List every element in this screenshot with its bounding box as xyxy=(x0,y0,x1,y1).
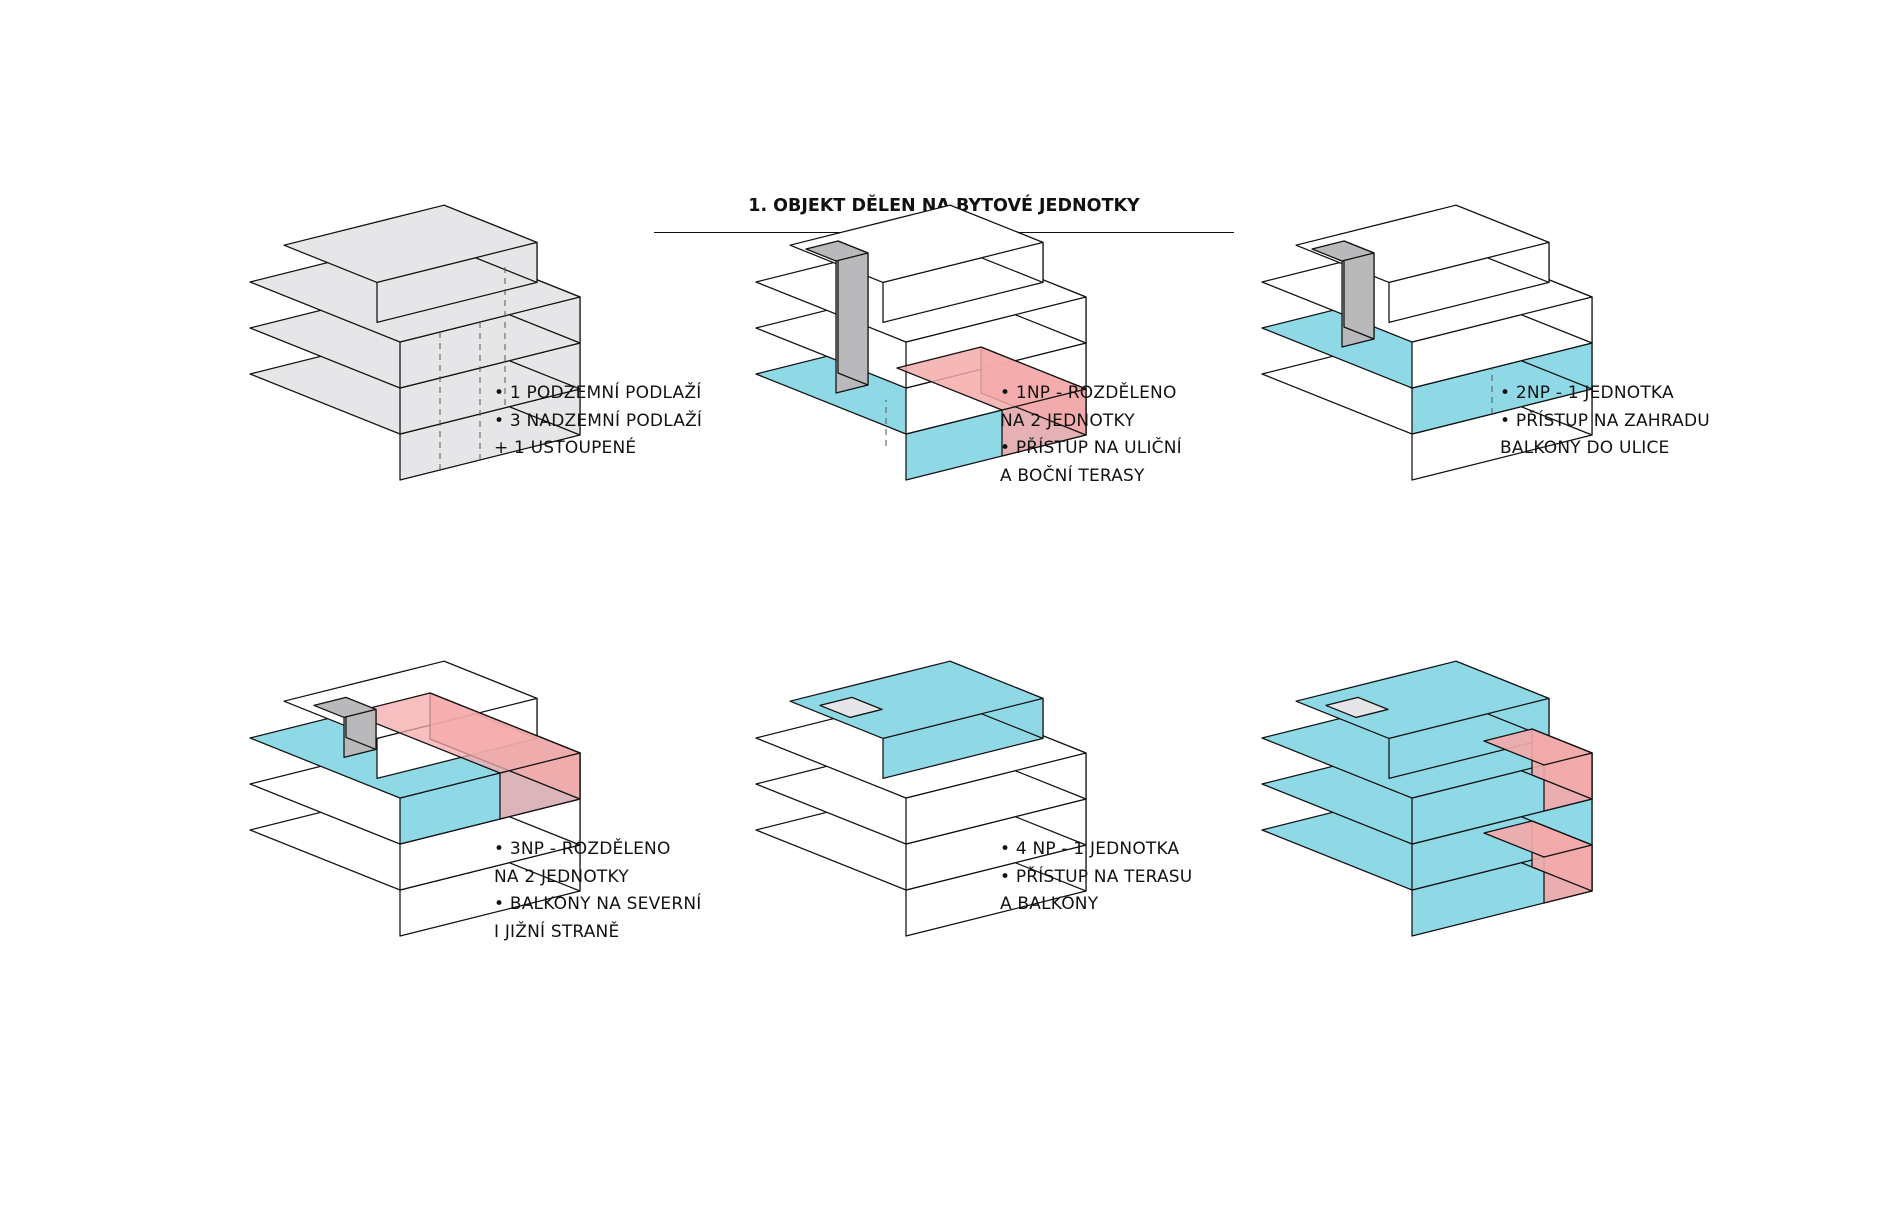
diagram-1-massing xyxy=(249,204,581,481)
unit-b xyxy=(1483,820,1593,858)
unit-b xyxy=(1483,728,1593,766)
setback-floor xyxy=(789,660,1044,740)
diagram-2-1np xyxy=(755,204,1087,481)
caption-diagram-3: • 2NP - 1 JEDNOTKA • PŘÍSTUP NA ZAHRADU … xyxy=(1500,380,1710,463)
unit-b xyxy=(896,346,1087,411)
caption-line: • 3NP - ROZDĚLENO xyxy=(494,839,671,859)
core-top xyxy=(819,696,883,719)
caption-diagram-5: • 4 NP - 1 JEDNOTKA • PŘÍSTUP NA TERASU … xyxy=(1000,836,1192,919)
caption-line: • 1NP - ROZDĚLENO xyxy=(1000,383,1177,403)
diagram-6-combined xyxy=(1261,660,1593,937)
setback-floor xyxy=(283,204,538,284)
diagram-3-2np xyxy=(1261,204,1593,481)
core-top xyxy=(1325,696,1389,719)
caption-line: BALKONY DO ULICE xyxy=(1500,438,1670,458)
caption-line: I JIŽNÍ STRANĚ xyxy=(494,921,620,942)
caption-line: NA 2 JEDNOTKY xyxy=(1000,410,1135,431)
caption-line: • 4 NP - 1 JEDNOTKA xyxy=(1000,839,1180,859)
caption-line: • 2NP - 1 JEDNOTKA xyxy=(1500,383,1674,403)
caption-line: + 1 USTOUPENÉ xyxy=(494,438,637,458)
core xyxy=(805,240,869,262)
caption-line: • PŘÍSTUP NA ZAHRADU xyxy=(1500,410,1710,431)
caption-line: • 3 NADZEMNÍ PODLAŽÍ xyxy=(494,410,703,431)
setback-floor xyxy=(1295,660,1550,740)
core xyxy=(837,240,869,386)
caption-line: A BALKONY xyxy=(1000,894,1099,914)
core xyxy=(313,696,377,719)
caption-line: NA 2 JEDNOTKY xyxy=(494,866,629,887)
caption-line: • PŘÍSTUP NA TERASU xyxy=(1000,866,1193,887)
caption-line: • BALKONY NA SEVERNÍ xyxy=(494,894,702,914)
unit-b xyxy=(349,692,581,774)
core xyxy=(1311,240,1375,262)
diagram-5-4np xyxy=(755,660,1087,937)
caption-line: • 1 PODZEMNÍ PODLAŽÍ xyxy=(494,383,702,403)
caption-line: • PŘÍSTUP NA ULIČNÍ xyxy=(1000,438,1182,458)
caption-diagram-1: • 1 PODZEMNÍ PODLAŽÍ • 3 NADZEMNÍ PODLAŽ… xyxy=(494,380,702,463)
caption-diagram-4: • 3NP - ROZDĚLENO NA 2 JEDNOTKY • BALKON… xyxy=(494,836,702,946)
diagram-4-3np xyxy=(249,660,581,937)
caption-diagram-2: • 1NP - ROZDĚLENO NA 2 JEDNOTKY • PŘÍSTU… xyxy=(1000,380,1182,490)
page-title: 1. OBJEKT DĚLEN NA BYTOVÉ JEDNOTKY xyxy=(748,196,1140,216)
caption-line: A BOČNÍ TERASY xyxy=(1000,465,1145,486)
